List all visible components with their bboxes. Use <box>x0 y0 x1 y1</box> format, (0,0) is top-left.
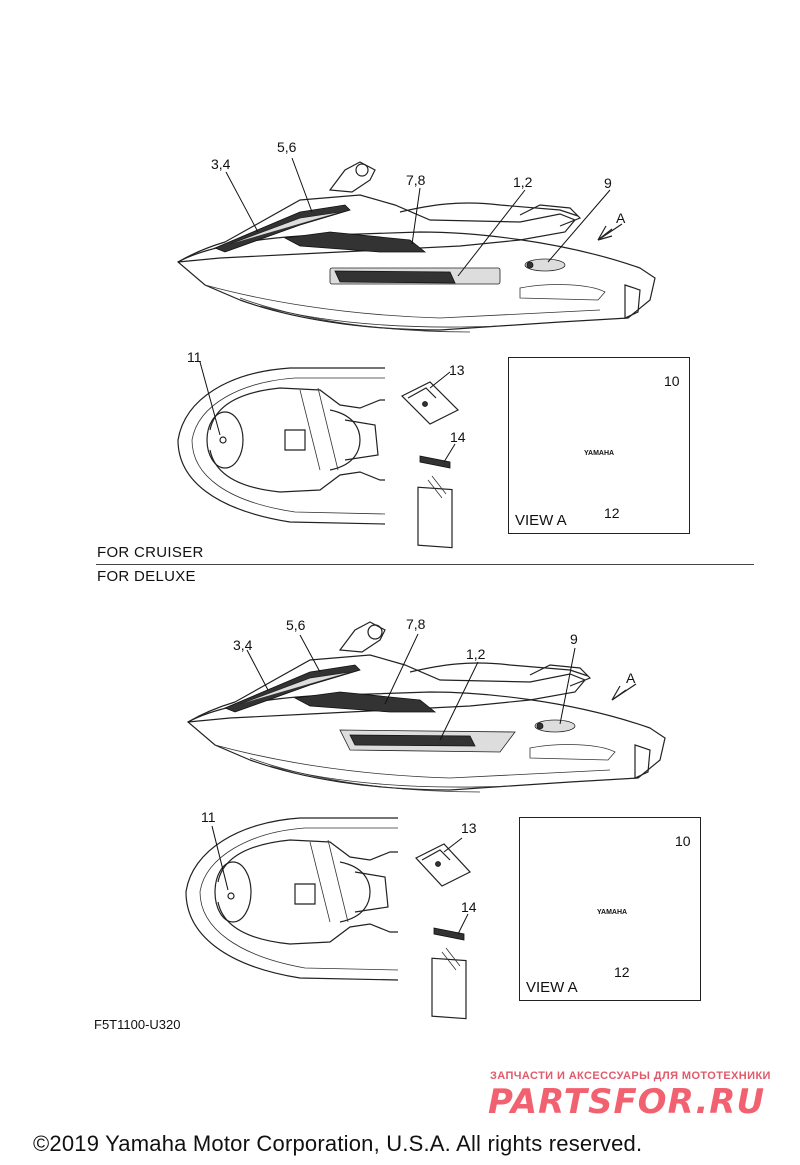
watermark-tagline: ЗАПЧАСТИ И АКСЕССУАРЫ ДЛЯ МОТОТЕХНИКИ <box>490 1070 771 1082</box>
cruiser-side-view <box>176 157 656 333</box>
deluxe-side-view <box>186 621 666 793</box>
callout-7-8: 7,8 <box>406 616 426 632</box>
callout-5-6: 5,6 <box>277 139 297 155</box>
section-divider <box>96 564 754 565</box>
callout-12: 12 <box>614 964 630 980</box>
view-a-box-deluxe <box>519 817 701 1001</box>
callout-1-2: 1,2 <box>513 174 533 190</box>
deluxe-top-view <box>185 817 399 981</box>
yamaha-badge-text: YAMAHA <box>584 450 615 457</box>
callout-10: 10 <box>664 373 680 389</box>
drawing-id: F5T1100-U320 <box>94 1017 181 1032</box>
arrow-a-label: A <box>616 210 626 226</box>
callout-13: 13 <box>461 820 477 836</box>
copyright-notice: ©2019 Yamaha Motor Corporation, U.S.A. A… <box>33 1131 643 1156</box>
deluxe-loose-items <box>415 837 471 1020</box>
callout-14: 14 <box>461 899 477 915</box>
callout-13: 13 <box>449 362 465 378</box>
callout-10: 10 <box>675 833 691 849</box>
callout-3-4: 3,4 <box>211 156 231 172</box>
yamaha-badge-text: YAMAHA <box>597 909 628 916</box>
callout-14: 14 <box>450 429 466 445</box>
arrow-a-label: A <box>626 670 636 686</box>
callout-7-8: 7,8 <box>406 172 426 188</box>
callout-12: 12 <box>604 505 620 521</box>
view-a-label: VIEW A <box>526 979 578 996</box>
section-label-deluxe: FOR DELUXE <box>97 568 196 585</box>
callout-9: 9 <box>570 631 578 647</box>
callout-5-6: 5,6 <box>286 617 306 633</box>
callout-1-2: 1,2 <box>466 646 486 662</box>
callout-9: 9 <box>604 175 612 191</box>
callout-3-4: 3,4 <box>233 637 253 653</box>
section-label-cruiser: FOR CRUISER <box>97 544 204 561</box>
view-a-box-cruiser <box>508 357 690 534</box>
cruiser-loose-items <box>400 371 460 549</box>
watermark-logo: PARTSFOR.RU <box>488 1082 766 1122</box>
callout-11: 11 <box>187 349 202 365</box>
view-a-label: VIEW A <box>515 512 567 529</box>
cruiser-top-view <box>177 361 386 525</box>
callout-11: 11 <box>201 809 216 825</box>
